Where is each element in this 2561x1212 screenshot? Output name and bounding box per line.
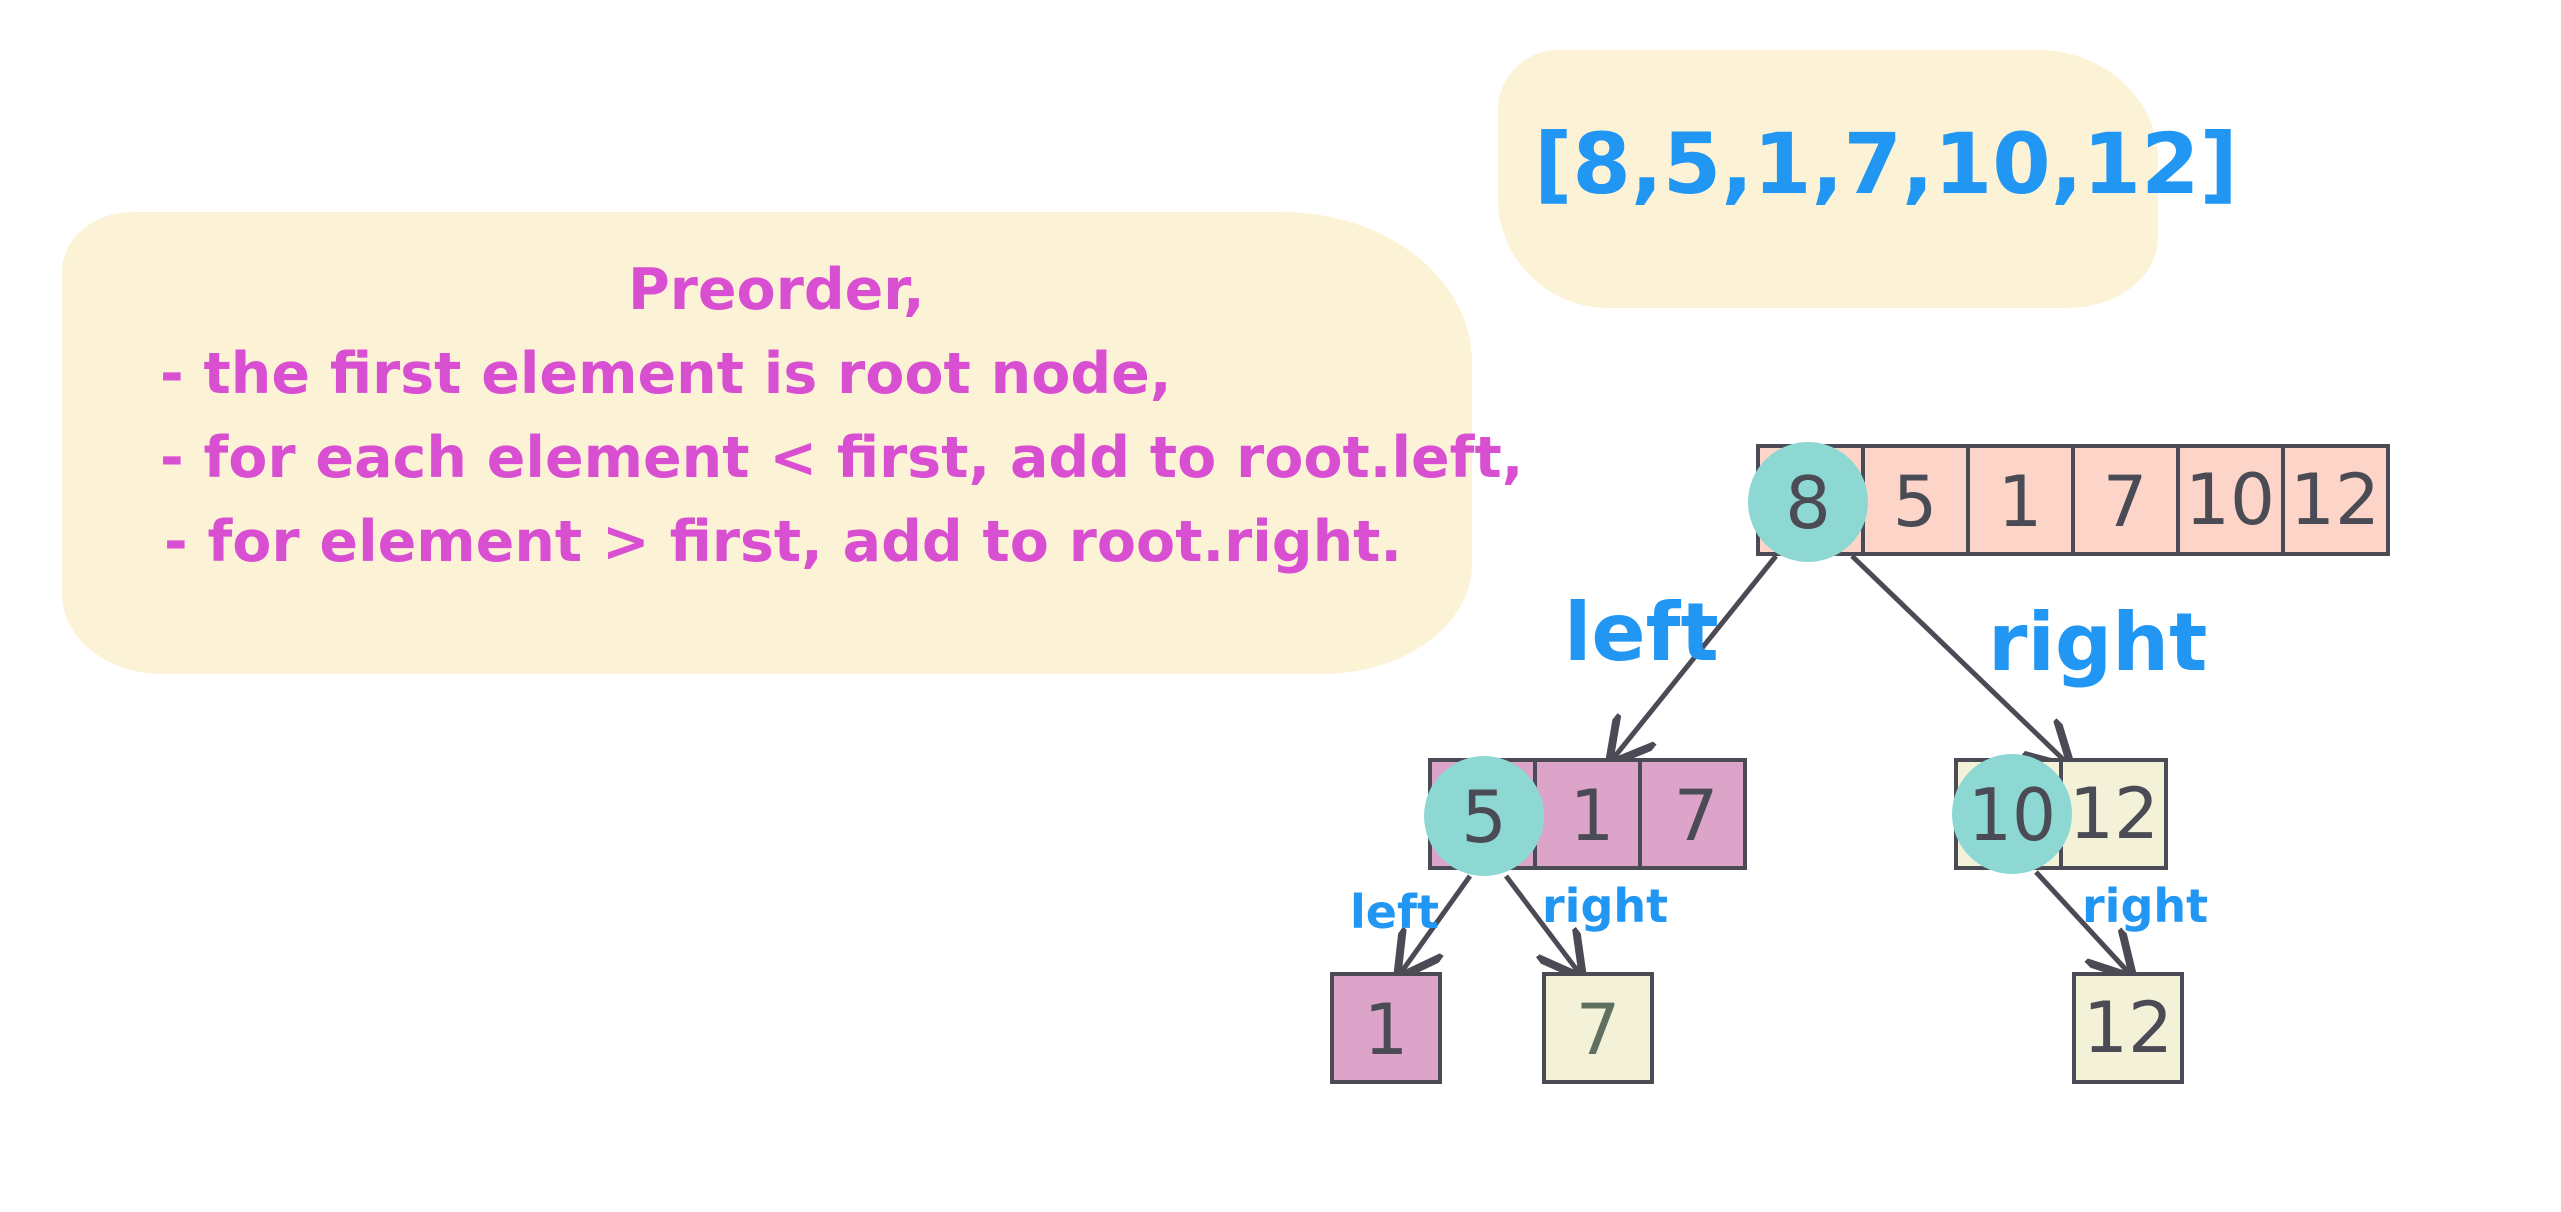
input-array-background [1498,50,2158,308]
leaf-7-box [1542,972,1654,1084]
root-cell-5 [2281,444,2390,556]
edge-5-left [1400,874,1473,974]
edge-label-5-right: right [1542,879,1668,933]
left-cell-2-value: 7 [1674,775,1719,857]
right-cell-1-value: 12 [2069,773,2159,855]
root-cell-4-value: 10 [2185,459,2275,541]
left-cell-2 [1638,758,1747,870]
root-cell-1-value: 5 [1893,461,1938,543]
root-cell-2-value: 1 [1998,461,2043,543]
right-node-value: 10 [1968,773,2056,857]
left-node-value: 5 [1461,775,1507,859]
leaf-1-value: 1 [1364,989,1409,1071]
root-cell-3-value: 7 [2103,461,2148,543]
explanation-note-background [62,212,1472,674]
leaf-7-value: 7 [1576,989,1621,1071]
leaf-12-value: 12 [2083,987,2173,1069]
root-node-value: 8 [1785,461,1831,545]
note-rule-root: - the first element is root node, [160,341,1172,407]
edge-10-right [2034,870,2130,974]
note-title: Preorder, [628,257,925,323]
root-cell-2 [1966,444,2075,556]
root-node-circle [1748,442,1868,562]
leaf-12-box [2072,972,2184,1084]
root-cell-5-value: 12 [2290,459,2380,541]
right-cell-1 [2059,758,2168,870]
left-cell-1-value: 1 [1570,775,1615,857]
right-node-circle [1952,754,2072,874]
leaf-1-box [1330,972,1442,1084]
edge-label-root-left: left [1564,586,1719,679]
left-node-circle [1424,756,1544,876]
edge-root-left [1612,554,1778,760]
edge-label-5-left: left [1350,885,1439,939]
root-cell-4 [2176,444,2285,556]
edge-5-right [1504,874,1580,974]
edge-label-root-right: right [1988,596,2207,689]
input-array-label: [8,5,1,7,10,12] [1534,115,2238,213]
note-rule-left: - for each element < first, add to root.… [160,425,1524,491]
note-rule-right: - for element > first, add to root.right… [164,509,1403,575]
edge-label-10-right: right [2082,879,2208,933]
edge-root-right [1850,554,2068,764]
root-cell-3 [2071,444,2180,556]
